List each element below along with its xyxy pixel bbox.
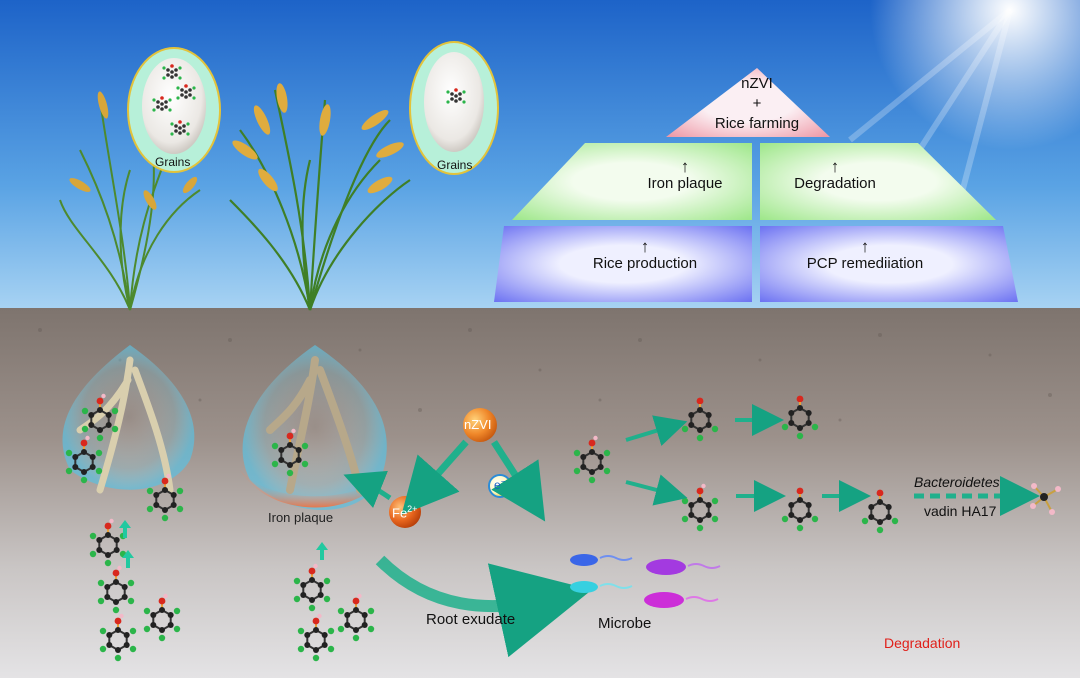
end-product-molecule	[1030, 483, 1061, 515]
left-grains-label: Grains	[155, 155, 191, 169]
fe-ion-label: Fe2+	[392, 504, 418, 521]
sun-glow	[870, 0, 1080, 150]
left-root-zone	[62, 345, 195, 523]
degradation-pathway	[572, 394, 1061, 535]
nzvi-particle	[463, 408, 497, 442]
pyramid-mid-right-tile	[760, 143, 996, 220]
pyramid-top-line-1: nZVI	[741, 75, 773, 92]
pyramid-bottom-right-tile	[760, 226, 1018, 302]
pyramid-top-line-2: +	[752, 95, 762, 112]
up-arrow-icon: ↑	[640, 237, 650, 256]
iron-plaque-label: Iron plaque	[268, 510, 334, 525]
soil-texture	[38, 328, 1052, 422]
organism-label-line-2: vadin HA17	[924, 503, 997, 519]
rice-production-text: Rice production	[592, 255, 698, 272]
nzvi-label: nZVI	[464, 417, 492, 432]
right-rice-plant	[229, 83, 411, 311]
uptake-arrows	[119, 520, 328, 568]
up-arrow-icon: ↑	[860, 237, 870, 256]
soil-background	[0, 308, 1080, 678]
pyramid-top-tile	[666, 68, 830, 137]
up-arrow-icon: ↑	[680, 157, 690, 176]
pyramid-mid-right-label: ↑ Degradation	[770, 158, 900, 192]
degradation-text: Degradation	[794, 175, 876, 192]
left-rice-plant	[59, 91, 201, 311]
pyramid-mid-left-label: ↑ Iron plaque	[620, 158, 750, 192]
root-exudate-label: Root exudate	[426, 611, 516, 628]
iron-plaque-text: Iron plaque	[647, 175, 723, 192]
pyramid-bottom-left-tile	[494, 226, 752, 302]
reaction-triangle	[343, 408, 546, 528]
pyramid-mid-left-tile	[512, 143, 752, 220]
pyramid-bottom-right-label: ↑ PCP remediiation	[790, 238, 940, 272]
up-arrow-icon: ↑	[830, 157, 840, 176]
microbes	[570, 554, 721, 608]
right-grain-bubble	[409, 41, 499, 175]
microbe-label: Microbe	[598, 615, 652, 632]
root-exudate-arrow	[375, 555, 592, 658]
electron-label: e−	[494, 477, 506, 492]
pcp-remediation-text: PCP remediiation	[806, 255, 924, 272]
pyramid-top-line-3: Rice farming	[714, 115, 800, 132]
left-grain-bubble	[127, 47, 221, 173]
pyramid-bottom-left-label: ↑ Rice production	[570, 238, 720, 272]
right-grains-label: Grains	[437, 158, 473, 172]
pyramid-top-label: nZVI + Rice farming	[697, 74, 817, 134]
pyramid	[494, 68, 1018, 302]
degradation-caption: Degradation	[884, 635, 961, 651]
organism-label-line-1: Bacteroidetes	[914, 474, 1000, 490]
